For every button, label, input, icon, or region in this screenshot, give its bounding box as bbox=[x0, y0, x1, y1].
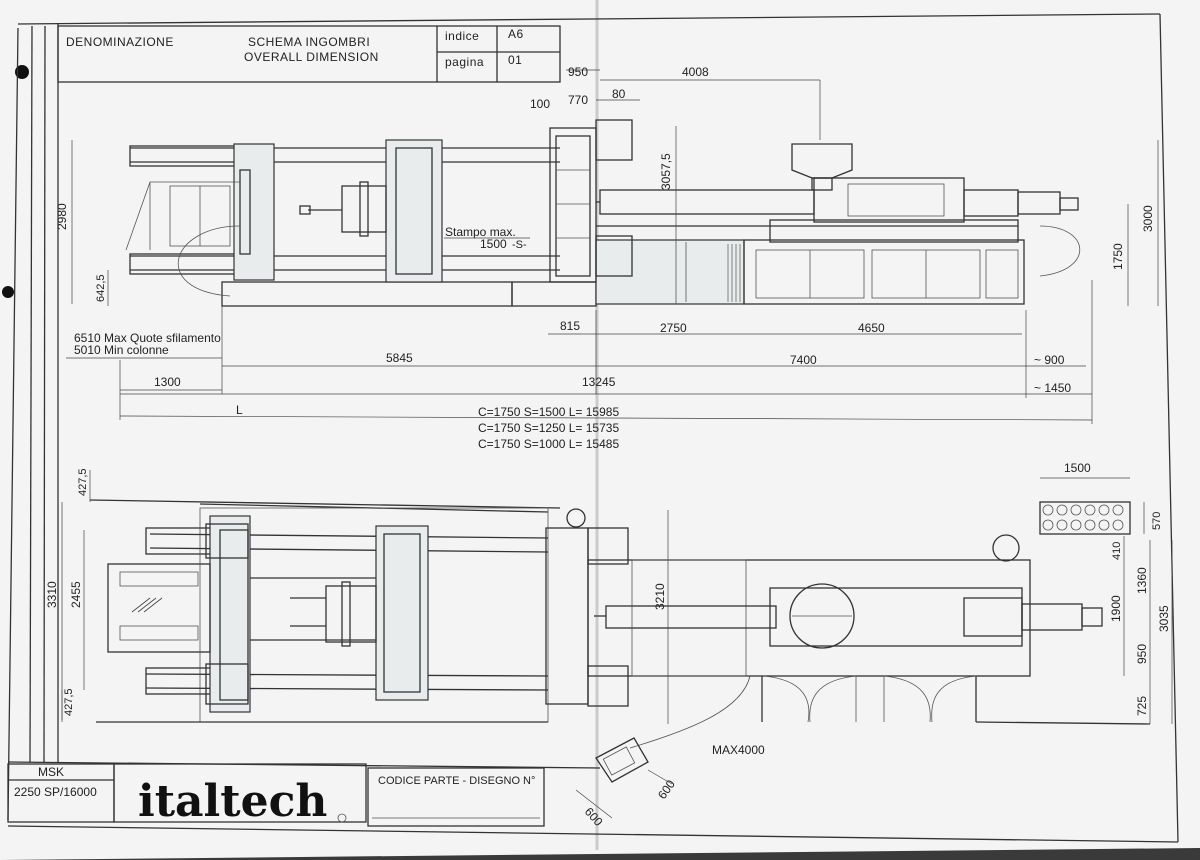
side-view-machine bbox=[125, 119, 1081, 307]
dim-1450: ~ 1450 bbox=[1034, 381, 1071, 395]
max-4000-label: MAX4000 bbox=[712, 743, 765, 757]
dim-410: 410 bbox=[1111, 542, 1123, 560]
binder-hole-middle bbox=[2, 286, 14, 298]
sfilamento-line-1: 6510 Max Quote sfilamento bbox=[74, 331, 221, 345]
top-view-machine bbox=[89, 499, 1151, 783]
dim-2980: 2980 bbox=[55, 203, 69, 230]
codice-parte-label: CODICE PARTE - DISEGNO N° bbox=[378, 775, 535, 787]
title-english: OVERALL DIMENSION bbox=[244, 50, 379, 64]
dim-4008: 4008 bbox=[682, 65, 709, 79]
dim-2455: 2455 bbox=[69, 581, 83, 608]
title-block: DENOMINAZIONE SCHEMA INGOMBRI OVERALL DI… bbox=[57, 25, 561, 83]
italtech-logo: italtech bbox=[138, 776, 327, 827]
dim-815: 815 bbox=[560, 319, 580, 333]
dim-3035: 3035 bbox=[1157, 605, 1171, 632]
dim-1300: 1300 bbox=[154, 375, 181, 389]
dim-3210: 3210 bbox=[653, 583, 667, 610]
dim-1500-plate: 1500 bbox=[1064, 461, 1091, 475]
dim-3000: 3000 bbox=[1141, 205, 1155, 232]
dim-2750: 2750 bbox=[660, 321, 687, 335]
stampo-s-label: -S- bbox=[512, 239, 527, 251]
length-line-2: C=1750 S=1250 L= 15735 bbox=[478, 421, 619, 435]
side-view-dimensions: 950 4008 100 770 80 3057,5 2980 3000 175… bbox=[55, 65, 1159, 451]
dim-770: 770 bbox=[568, 93, 588, 107]
bottom-block: MSK 2250 SP/16000 italtech CODICE PARTE … bbox=[7, 763, 545, 827]
denominazione-label: DENOMINAZIONE bbox=[66, 35, 174, 49]
dim-3057-5: 3057,5 bbox=[659, 153, 673, 190]
dim-7400: 7400 bbox=[790, 353, 817, 367]
sheet-frame bbox=[7, 13, 1179, 843]
stampo-max-value: 1500 bbox=[480, 237, 507, 251]
connector-plate-sockets bbox=[1042, 504, 1124, 531]
title-italian: SCHEMA INGOMBRI bbox=[248, 35, 370, 49]
pagina-value: 01 bbox=[508, 53, 522, 67]
dim-427-5-top: 427,5 bbox=[77, 468, 89, 496]
dim-80: 80 bbox=[612, 87, 626, 101]
dim-725: 725 bbox=[1135, 696, 1149, 716]
dim-642-5: 642,5 bbox=[95, 274, 107, 302]
pagina-label: pagina bbox=[445, 55, 484, 69]
length-line-1: C=1750 S=1500 L= 15985 bbox=[478, 405, 619, 419]
top-view-dimensions: 427,5 3310 2455 427,5 3210 1500 570 410 … bbox=[45, 461, 1173, 829]
indice-label: indice bbox=[445, 29, 479, 43]
dim-3310: 3310 bbox=[45, 581, 59, 608]
indice-value: A6 bbox=[508, 27, 524, 41]
stampo-max-label: Stampo max. bbox=[445, 225, 516, 239]
dim-900: ~ 900 bbox=[1034, 353, 1065, 367]
dim-13245: 13245 bbox=[582, 375, 616, 389]
sfilamento-line-2: 5010 Min colonne bbox=[74, 343, 169, 357]
dim-427-5-bottom: 427,5 bbox=[63, 688, 75, 716]
dim-950: 950 bbox=[568, 65, 588, 79]
binder-hole-top bbox=[15, 65, 29, 79]
dim-1360: 1360 bbox=[1135, 567, 1149, 594]
dim-950-top: 950 bbox=[1135, 644, 1149, 664]
dim-1900: 1900 bbox=[1109, 595, 1123, 622]
dim-100: 100 bbox=[530, 97, 550, 111]
model-line-1: MSK bbox=[38, 765, 64, 779]
dim-570: 570 bbox=[1151, 512, 1163, 530]
length-line-3: C=1750 S=1000 L= 15485 bbox=[478, 437, 619, 451]
dim-1750: 1750 bbox=[1111, 243, 1125, 270]
dim-5845: 5845 bbox=[386, 351, 413, 365]
model-line-2: 2250 SP/16000 bbox=[14, 785, 97, 799]
dim-L: L bbox=[236, 403, 243, 417]
dim-4650: 4650 bbox=[858, 321, 885, 335]
